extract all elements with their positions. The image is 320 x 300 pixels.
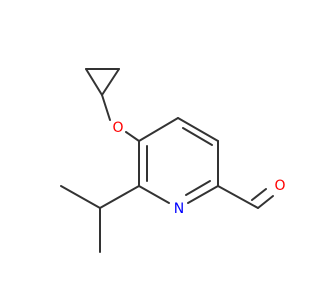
bond: [257, 195, 274, 209]
bond: [185, 180, 211, 196]
bond: [85, 68, 103, 96]
structure-canvas: O N O: [60, 68, 286, 253]
nitrogen-label: N: [174, 201, 184, 217]
bond: [251, 188, 267, 201]
bond: [125, 131, 140, 142]
bond: [182, 127, 213, 146]
bond: [101, 68, 120, 96]
isopropyl-group: [60, 185, 140, 253]
bond: [60, 185, 101, 209]
oxygen-ether-label: O: [112, 120, 123, 136]
bond: [138, 185, 170, 204]
molecule-structure: O N O: [60, 68, 286, 253]
cyclopropyl-ring: [85, 68, 120, 96]
aldehyde-group: [217, 185, 274, 209]
bond: [177, 117, 219, 142]
pyridine-ring: [138, 117, 219, 204]
oxygen-aldehyde-label: O: [274, 178, 285, 194]
bond: [101, 94, 111, 121]
bond: [217, 185, 259, 209]
bond: [138, 117, 179, 142]
bond: [187, 185, 219, 204]
bond: [99, 185, 140, 209]
